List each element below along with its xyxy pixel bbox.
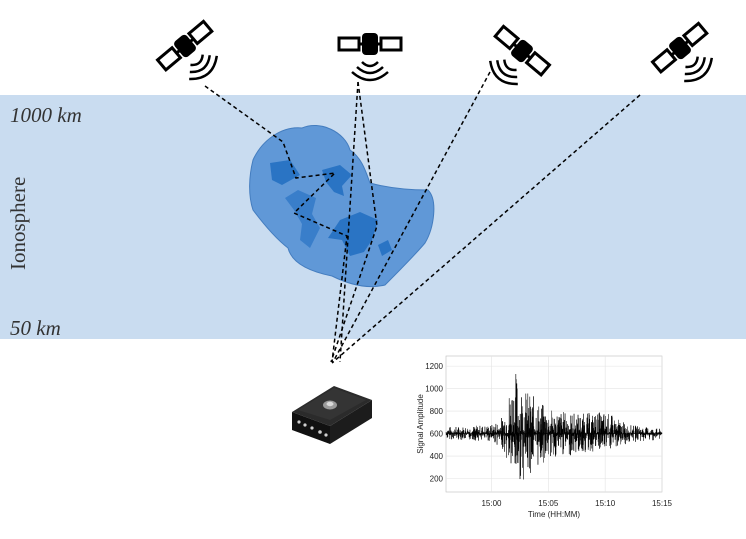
y-axis-label: Signal Amplitude xyxy=(416,394,425,454)
irregularity-patch xyxy=(322,165,352,196)
x-tick-label: 15:00 xyxy=(481,499,502,508)
y-tick-label: 600 xyxy=(430,430,444,439)
receiver-icon xyxy=(292,386,372,444)
signal-path-3 xyxy=(332,71,491,363)
x-tick-label: 15:15 xyxy=(652,499,673,508)
satellite-icon xyxy=(337,33,403,82)
satellite-icon xyxy=(155,19,219,81)
chart-series xyxy=(445,374,663,480)
signal-paths xyxy=(204,71,641,364)
x-axis-label: Time (HH:MM) xyxy=(528,510,580,519)
x-tick-label: 15:10 xyxy=(595,499,616,508)
signal-path-2a xyxy=(330,81,378,363)
satellite-icon xyxy=(488,24,552,86)
signal-amplitude-chart: 200 400 600 800 1000 1200 15:00 15:05 15:10 15:1… xyxy=(416,355,673,519)
ionosphere-label: Ionosphere xyxy=(6,177,30,270)
signal-path-2b xyxy=(339,81,359,363)
satellite-icon xyxy=(650,21,714,83)
irregularity-patch xyxy=(285,190,320,248)
signal-path-4 xyxy=(331,94,641,364)
signal-path-1 xyxy=(204,85,348,363)
bottom-altitude-label: 50 km xyxy=(10,316,61,340)
irregularity-patch xyxy=(378,240,392,256)
series-line xyxy=(445,374,663,480)
y-tick-label: 200 xyxy=(430,475,444,484)
top-altitude-label: 1000 km xyxy=(10,103,82,127)
x-tick-label: 15:05 xyxy=(538,499,559,508)
y-tick-label: 1200 xyxy=(425,362,443,371)
y-tick-label: 800 xyxy=(430,407,444,416)
irregularity-patch xyxy=(328,212,378,256)
x-tick-labels: 15:00 15:05 15:10 15:15 xyxy=(481,499,672,508)
y-tick-label: 1000 xyxy=(425,385,443,394)
y-tick-labels: 200 400 600 800 1000 1200 xyxy=(425,362,443,483)
y-tick-label: 400 xyxy=(430,452,444,461)
